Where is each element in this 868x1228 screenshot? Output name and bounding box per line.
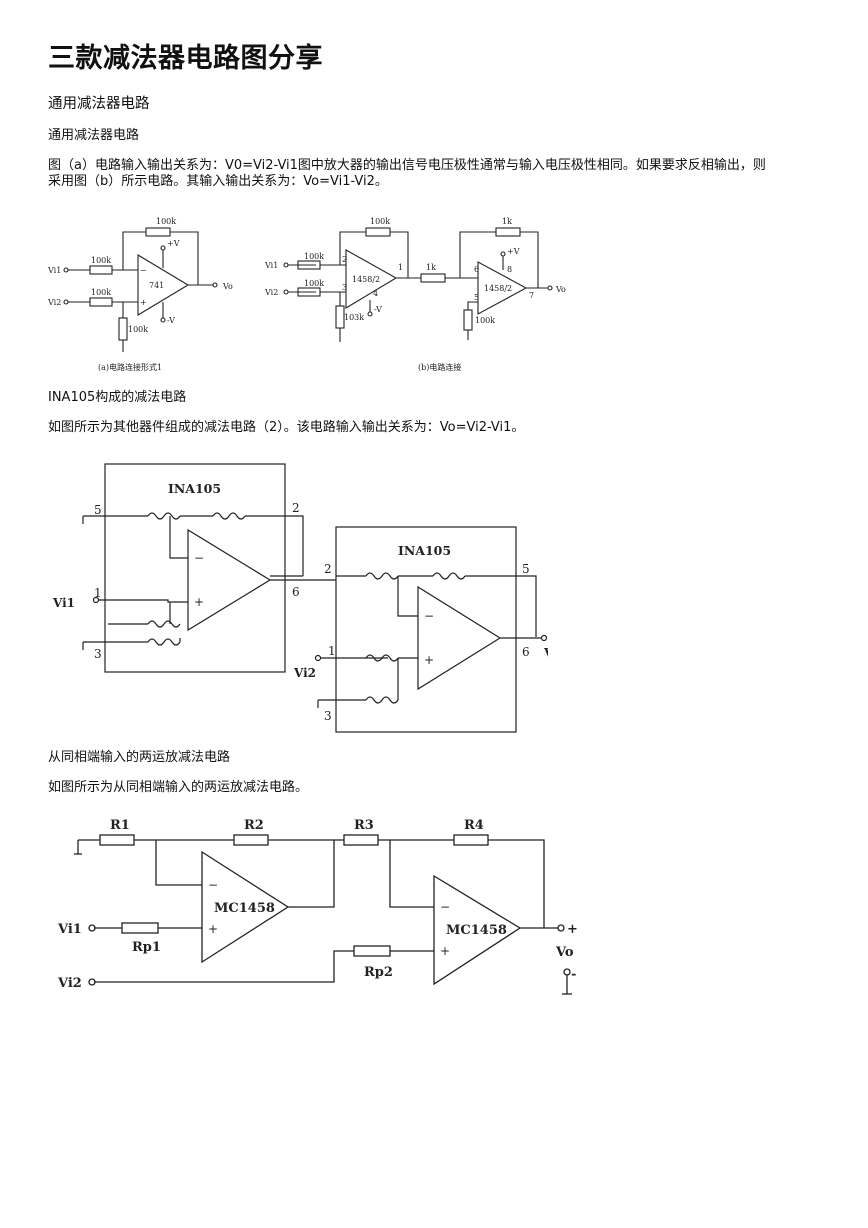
fig1b-pin3: 3 bbox=[342, 283, 347, 292]
fig1a-plus-sign: + bbox=[140, 298, 147, 307]
section2-para: 如图所示为其他器件组成的减法电路（2）。该电路输入输出关系为：Vo=Vi2-Vi… bbox=[48, 420, 525, 435]
section2-heading: INA105构成的减法电路 bbox=[48, 390, 187, 405]
fig2-op1-minus: − bbox=[194, 551, 204, 565]
fig2-c1-pin1: 1 bbox=[94, 586, 102, 600]
fig1b-rmid-label: 1k bbox=[426, 263, 436, 272]
fig2-vo-label: Vo bbox=[543, 646, 548, 660]
fig1a-rfb-label: 100k bbox=[156, 217, 176, 226]
fig3-rp1-label: Rp1 bbox=[132, 940, 161, 955]
figure3-two-opamp-subtractor: R1 R2 R3 R4 Rp1 Rp2 MC1458 MC1458 Vi1 Vi… bbox=[57, 818, 578, 995]
fig1b-pin2: 2 bbox=[342, 255, 347, 264]
figure2-ina105-circuit: INA105 INA105 5 2 1 3 6 2 5 1 3 6 Vi1 Vi… bbox=[52, 463, 548, 733]
fig2-c2-pin6: 6 bbox=[522, 645, 530, 659]
page-title: 三款减法器电路图分享 bbox=[48, 43, 323, 74]
fig1b-rin1-label: 100k bbox=[304, 252, 324, 261]
fig1b-pin5: 5 bbox=[474, 293, 479, 302]
fig3-vi2-label: Vi2 bbox=[57, 976, 82, 991]
section1-para-line1: 图（a）电路输入输出关系为：V0=Vi2-Vi1图中放大器的输出信号电压极性通常… bbox=[48, 158, 766, 173]
fig1b-pin1: 1 bbox=[398, 263, 403, 272]
fig2-vi2-label: Vi2 bbox=[293, 666, 316, 680]
fig2-op2-minus: − bbox=[424, 609, 434, 623]
fig1a-rin2-label: 100k bbox=[91, 288, 111, 297]
fig2-c2-pin2: 2 bbox=[324, 562, 332, 576]
fig1a-caption: (a)电路连接形式1 bbox=[98, 362, 162, 372]
fig1b-rgnd2-label: 100k bbox=[475, 316, 495, 325]
section1-para-line2: 采用图（b）所示电路。其输入输出关系为：Vo=Vi1-Vi2。 bbox=[48, 174, 388, 189]
fig1a-vi2-label: Vi2 bbox=[48, 298, 61, 307]
fig1a-vplus-label: +V bbox=[167, 239, 180, 248]
fig3-rp2-label: Rp2 bbox=[364, 965, 393, 980]
fig1b-vplus-label: +V bbox=[507, 247, 520, 256]
fig3-vi1-label: Vi1 bbox=[57, 922, 82, 937]
fig3-op1-plus: + bbox=[208, 922, 218, 936]
fig1b-pin6: 6 bbox=[474, 265, 479, 274]
fig2-c2-pin3: 3 bbox=[324, 709, 332, 723]
fig2-c1-pin6: 6 bbox=[292, 585, 300, 599]
fig3-r3-label: R3 bbox=[354, 818, 374, 833]
fig3-vo-plus: + bbox=[567, 922, 578, 937]
fig1b-caption: (b)电路连接 bbox=[418, 362, 461, 372]
fig3-vo-label: Vo bbox=[555, 945, 574, 960]
fig2-c1-pin5: 5 bbox=[94, 503, 102, 517]
fig1a-rgnd-label: 100k bbox=[128, 325, 148, 334]
fig1b-vminus-label: -V bbox=[374, 305, 382, 314]
fig1b-opamp2-label: 1458/2 bbox=[484, 284, 512, 293]
section1-heading: 通用减法器电路 bbox=[48, 96, 150, 112]
fig2-c2-pin1: 1 bbox=[328, 644, 336, 658]
section1-subheading: 通用减法器电路 bbox=[48, 128, 140, 143]
section3-heading: 从同相端输入的两运放减法电路 bbox=[48, 750, 231, 765]
fig3-op2-minus: − bbox=[440, 900, 450, 914]
fig2-chip2-label: INA105 bbox=[398, 543, 451, 558]
fig1a-rin1-label: 100k bbox=[91, 256, 111, 265]
section3-para: 如图所示为从同相端输入的两运放减法电路。 bbox=[48, 780, 309, 795]
fig3-opamp2-label: MC1458 bbox=[446, 923, 507, 938]
fig1b-pin7: 7 bbox=[529, 291, 534, 300]
fig1a-vi1-label: Vi1 bbox=[48, 266, 61, 275]
fig2-c2-pin5: 5 bbox=[522, 562, 530, 576]
fig1b-rin2-label: 100k bbox=[304, 279, 324, 288]
fig1b-rfb2-label: 1k bbox=[502, 217, 512, 226]
fig1a-minus-sign: − bbox=[140, 266, 147, 275]
fig1b-vi1-label: Vi1 bbox=[264, 261, 278, 270]
fig1b-pin8: 8 bbox=[507, 265, 512, 274]
fig1a-vminus-label: -V bbox=[167, 316, 175, 325]
fig3-opamp1-label: MC1458 bbox=[214, 901, 275, 916]
fig1b-pin4: 4 bbox=[373, 289, 378, 298]
fig2-chip1-label: INA105 bbox=[168, 481, 221, 496]
fig1b-rfb1-label: 100k bbox=[370, 217, 390, 226]
fig3-r1-label: R1 bbox=[110, 818, 130, 833]
fig2-c1-pin2: 2 bbox=[292, 501, 300, 515]
figure1-subtractor-circuits: 100k 100k 100k 100k 741 Vi1 Vi2 Vo +V -V… bbox=[48, 217, 566, 372]
fig3-vo-minus: - bbox=[571, 967, 576, 982]
fig3-op1-minus: − bbox=[208, 878, 218, 892]
fig1a-vo-label: Vo bbox=[222, 282, 233, 291]
fig3-op2-plus: + bbox=[440, 944, 450, 958]
fig3-r2-label: R2 bbox=[244, 818, 264, 833]
fig2-vi1-label: Vi1 bbox=[52, 596, 75, 610]
fig1a-opamp-label: 741 bbox=[149, 281, 164, 290]
fig2-op2-plus: + bbox=[424, 653, 434, 667]
fig1b-opamp1-label: 1458/2 bbox=[352, 275, 380, 284]
fig1b-vi2-label: Vi2 bbox=[264, 288, 278, 297]
fig2-op1-plus: + bbox=[194, 595, 204, 609]
fig1b-vo-label: Vo bbox=[555, 285, 566, 294]
fig1b-rgnd1-label: 103k bbox=[344, 313, 364, 322]
fig2-c1-pin3: 3 bbox=[94, 647, 102, 661]
fig3-r4-label: R4 bbox=[464, 818, 484, 833]
